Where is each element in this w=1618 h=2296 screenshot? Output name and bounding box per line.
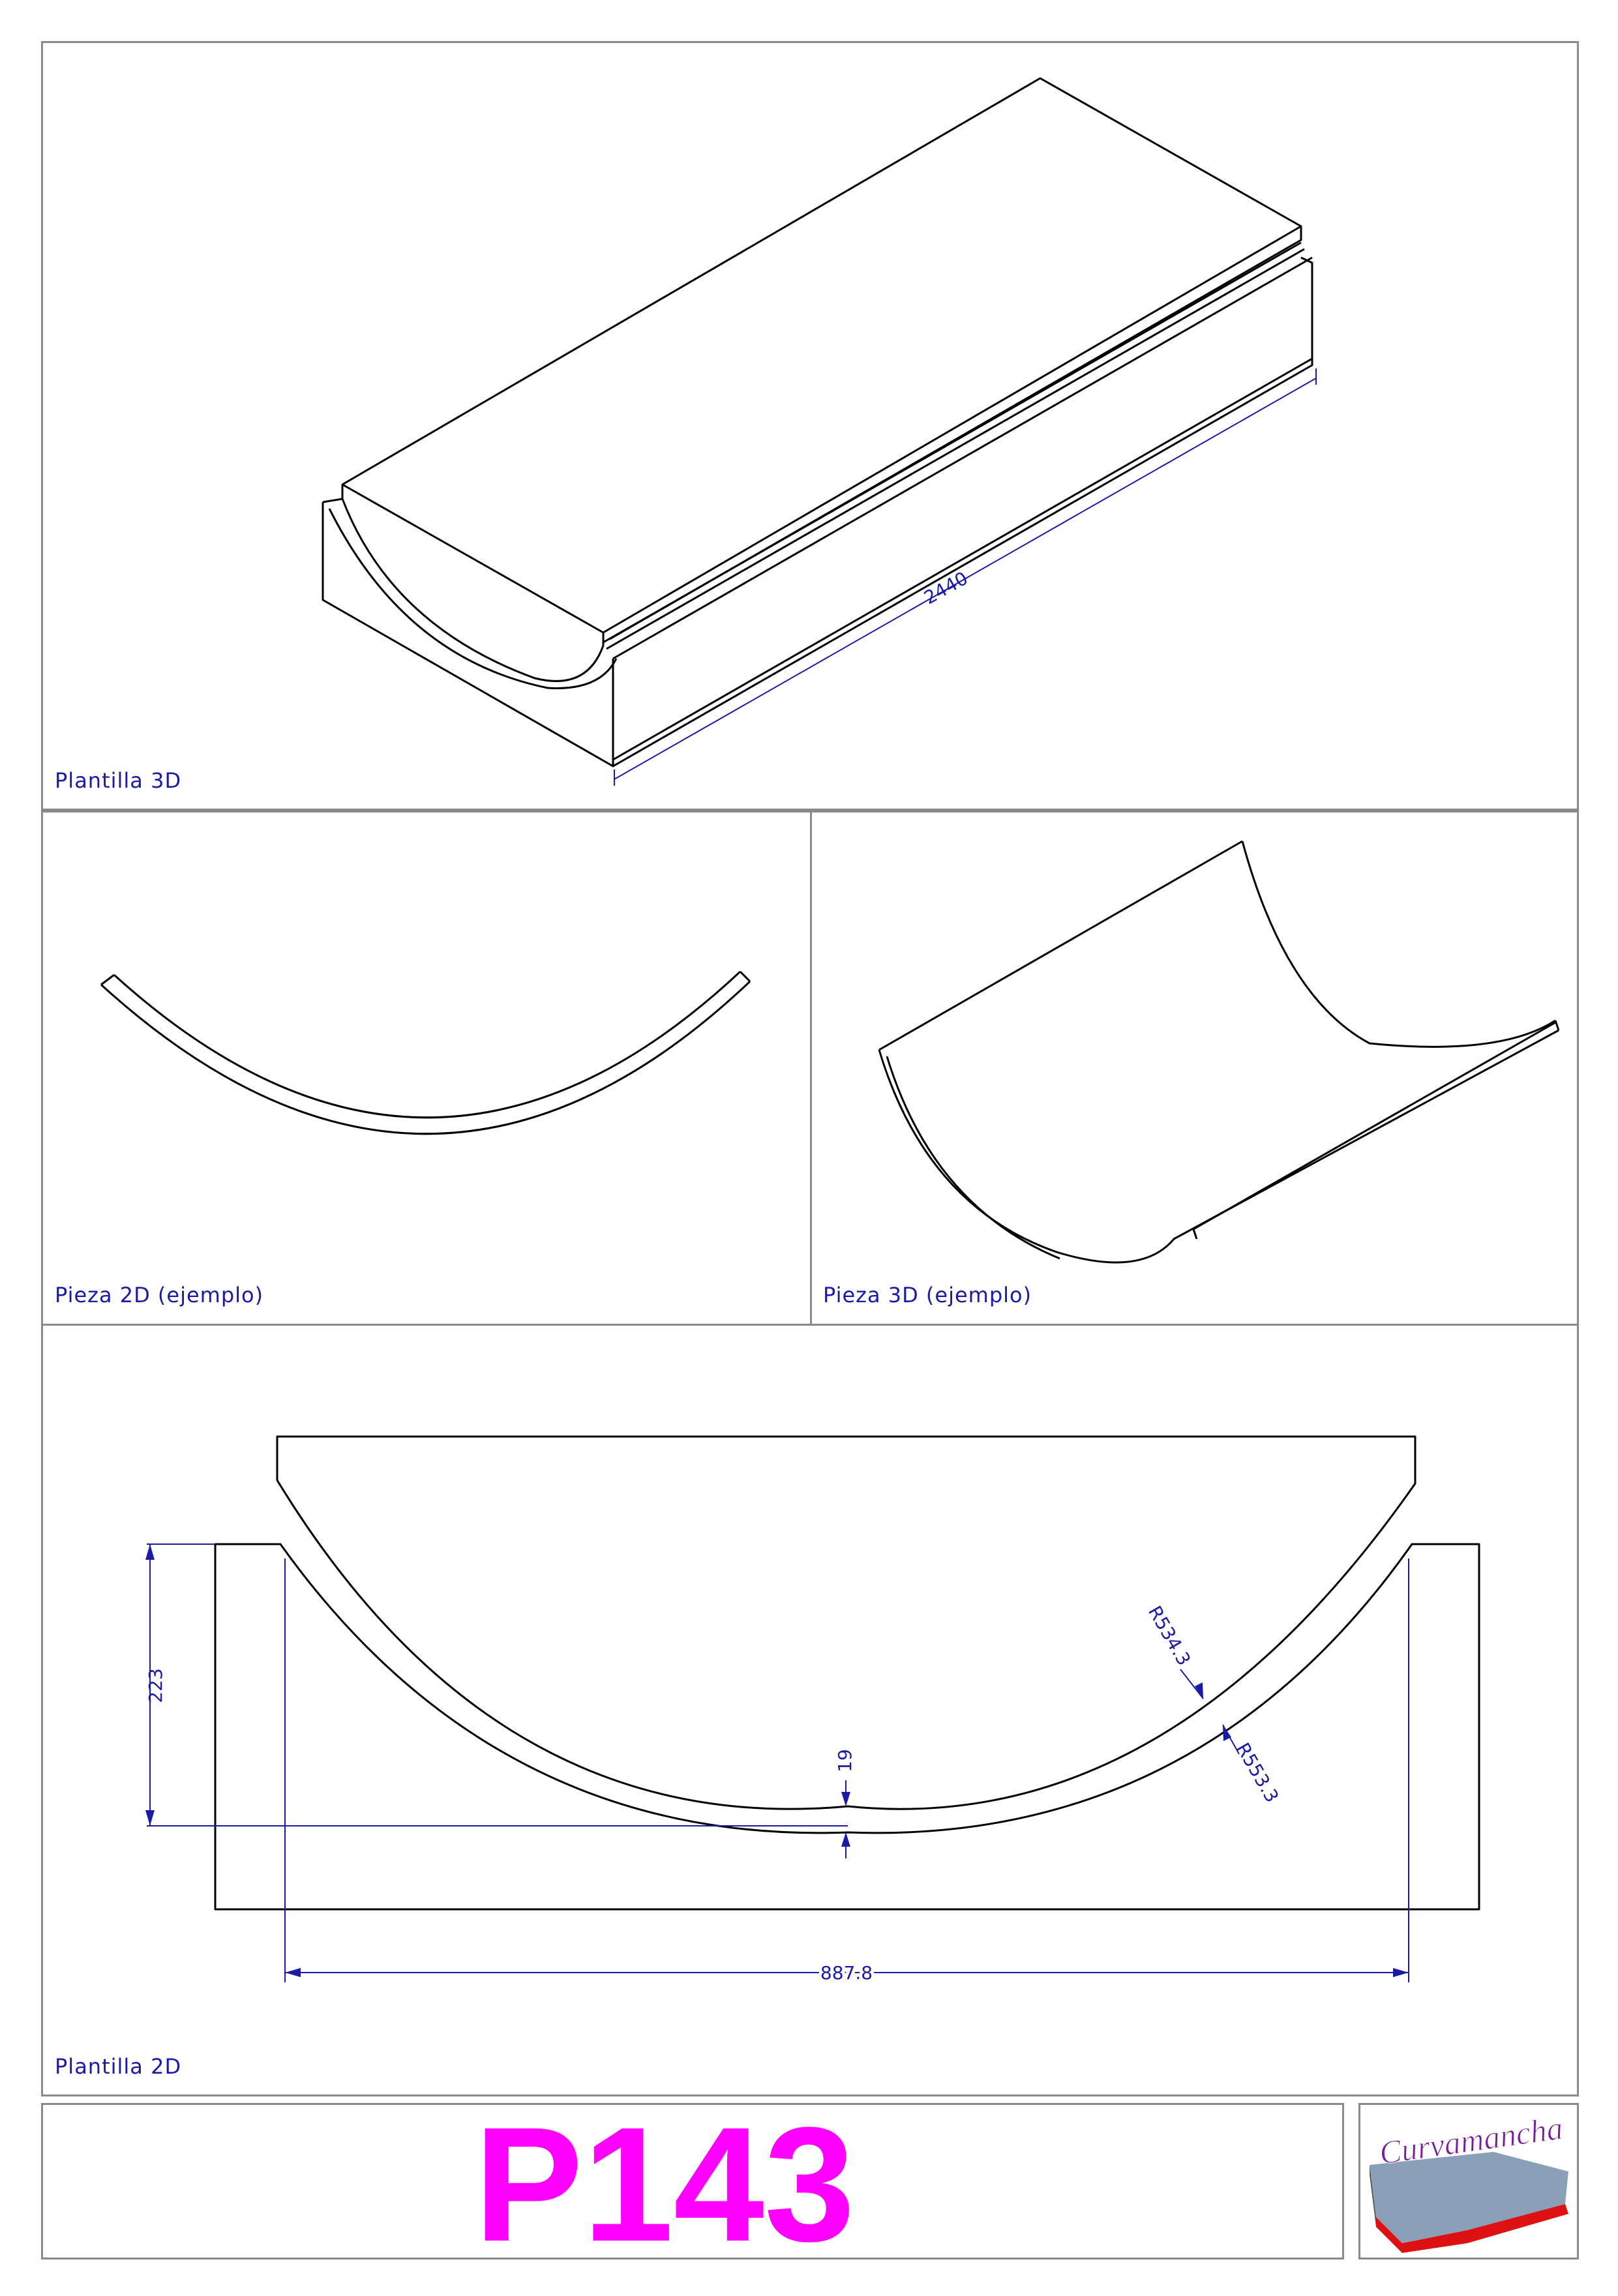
title-block (41, 2103, 1344, 2259)
caption-piece-2d: Pieza 2D (ejemplo) (55, 1283, 264, 1307)
dimension-887-label: 887.8 (820, 1962, 873, 1984)
logo-shape (1370, 2152, 1568, 2253)
template-3d-lines (322, 77, 1313, 768)
template-2d-lines (214, 1435, 1480, 1911)
panel-piece-2d (41, 811, 812, 1326)
panel-template-2d (41, 1324, 1579, 2096)
caption-template-2d: Plantilla 2D (55, 2054, 182, 2079)
caption-piece-3d: Pieza 3D (ejemplo) (823, 1283, 1032, 1307)
dimension-2440 (614, 368, 1317, 786)
dimension-223-label: 223 (145, 1668, 166, 1703)
piece-3d-lines (878, 840, 1560, 1264)
dimension-19-label: 19 (834, 1749, 856, 1772)
part-code: P143 (474, 2093, 855, 2275)
panel-template-3d (41, 41, 1579, 811)
template-2d-arrows (145, 1544, 1409, 1977)
piece-2d-arc (100, 970, 751, 1135)
caption-template-3d: Plantilla 3D (55, 768, 182, 793)
panel-piece-3d (810, 811, 1579, 1326)
